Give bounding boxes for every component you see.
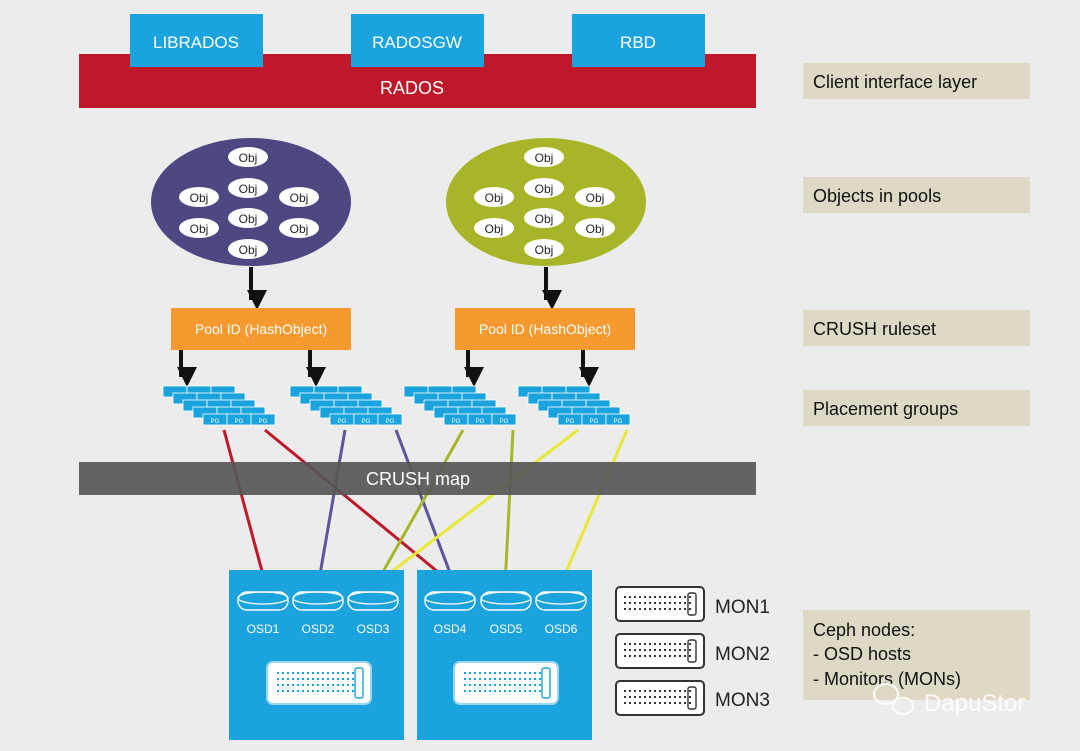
pool-id-box-1 [171, 308, 351, 350]
mon-server-icon [615, 680, 705, 716]
object: Obj [239, 212, 258, 226]
layer-label-objects-box [803, 177, 1030, 213]
pg-label: PG [476, 419, 485, 425]
pg-label: PG [338, 419, 347, 425]
pg-label: PG [500, 419, 509, 425]
osd-disk: OSD3 [347, 591, 399, 636]
mon-label-3: MON3 [715, 690, 770, 711]
interface-librados-label: LIBRADOS [153, 33, 239, 52]
pool-1: Obj Obj Obj Obj Obj Obj Obj Obj [151, 138, 351, 266]
object: Obj [239, 243, 258, 257]
object: Obj [485, 191, 504, 205]
object: Obj [190, 191, 209, 205]
pool-id-label-1: Pool ID (HashObject) [195, 321, 327, 337]
interface-librados [130, 14, 263, 67]
rados-label: RADOS [380, 78, 444, 98]
pg-stack: PG PG PG [162, 385, 276, 426]
map-arrow-red [222, 429, 271, 589]
server-icon [453, 661, 559, 705]
osd-label: OSD6 [545, 622, 578, 636]
object: Obj [239, 151, 258, 165]
osd-label: OSD5 [490, 622, 523, 636]
pg-label: PG [614, 419, 623, 425]
map-arrow-purple [394, 429, 458, 589]
pg-label: PG [566, 419, 575, 425]
pg-label: PG [590, 419, 599, 425]
pg-label: PG [259, 419, 268, 425]
osd-disk: OSD6 [535, 591, 587, 636]
osd-label: OSD3 [357, 622, 390, 636]
map-arrow-purple [312, 429, 347, 589]
osd-disk: OSD4 [424, 591, 476, 636]
osd-disk: OSD2 [292, 591, 344, 636]
layer-label-pgs: Placement groups [813, 399, 958, 419]
object: Obj [586, 191, 605, 205]
map-arrow-green [373, 429, 465, 589]
interface-radosgw [351, 14, 484, 67]
pg-label: PG [235, 419, 244, 425]
object: Obj [535, 243, 554, 257]
layer-label-client: Client interface layer [813, 72, 977, 92]
map-arrow-yellow [370, 428, 579, 588]
map-arrow-yellow [557, 429, 629, 589]
mon-server-icon [615, 633, 705, 669]
server-icon [266, 661, 372, 705]
object: Obj [190, 222, 209, 236]
interface-rbd [572, 14, 705, 67]
layer-label-nodes-title: Ceph nodes: [813, 620, 915, 640]
pg-label: PG [362, 419, 371, 425]
object: Obj [586, 222, 605, 236]
interface-radosgw-label: RADOSGW [372, 33, 462, 52]
mapping-arrows [222, 428, 629, 589]
layer-label-objects: Objects in pools [813, 186, 941, 206]
object: Obj [535, 182, 554, 196]
layer-label-crush-box [803, 310, 1030, 346]
crush-map-bar [79, 462, 756, 495]
mon-label-2: MON2 [715, 644, 770, 665]
osd-label: OSD2 [302, 622, 335, 636]
object: Obj [535, 151, 554, 165]
pg-stack: PG PG PG [289, 385, 403, 426]
interface-rbd-label: RBD [620, 33, 656, 52]
object: Obj [239, 182, 258, 196]
mon-label-1: MON1 [715, 597, 770, 618]
object: Obj [290, 222, 309, 236]
layer-label-nodes-box [803, 610, 1030, 700]
map-arrow-green [498, 429, 515, 589]
layer-label-crush-ruleset: CRUSH ruleset [813, 319, 936, 339]
mon-server-icon [615, 586, 705, 622]
pool-id-box-2 [455, 308, 635, 350]
object: Obj [290, 191, 309, 205]
pg-label: PG [211, 419, 220, 425]
layer-label-client-box [803, 63, 1030, 99]
pg-label: PG [386, 419, 395, 425]
pg-stack: PG PG PG [517, 385, 631, 426]
pg-box [377, 413, 403, 426]
pg-box [250, 413, 276, 426]
layer-label-nodes-mon: - Monitors (MONs) [813, 669, 961, 689]
pg-box [491, 413, 517, 426]
osd-disk: OSD5 [480, 591, 532, 636]
wechat-icon [872, 682, 915, 716]
watermark: DapuStor [872, 682, 1025, 717]
watermark-text: DapuStor [924, 690, 1025, 717]
osd-label: OSD1 [247, 622, 280, 636]
pool-id-label-2: Pool ID (HashObject) [479, 321, 611, 337]
pg-box [605, 413, 631, 426]
object: Obj [535, 212, 554, 226]
osd-disk: OSD1 [237, 591, 289, 636]
crush-map-label: CRUSH map [366, 469, 470, 489]
osd-disks: OSD1 OSD2 OSD3 OSD4 OSD5 OSD6 [237, 591, 587, 636]
layer-label-nodes-osd: - OSD hosts [813, 644, 911, 664]
osd-label: OSD4 [434, 622, 467, 636]
placement-groups: PG PG PG PG PG PG PG PG PG PG PG PG [162, 385, 631, 426]
object: Obj [485, 222, 504, 236]
pg-stack: PG PG PG [403, 385, 517, 426]
map-arrow-red [264, 428, 458, 588]
pool-2: Obj Obj Obj Obj Obj Obj Obj Obj [446, 138, 646, 266]
layer-label-pgs-box [803, 390, 1030, 426]
pg-label: PG [452, 419, 461, 425]
